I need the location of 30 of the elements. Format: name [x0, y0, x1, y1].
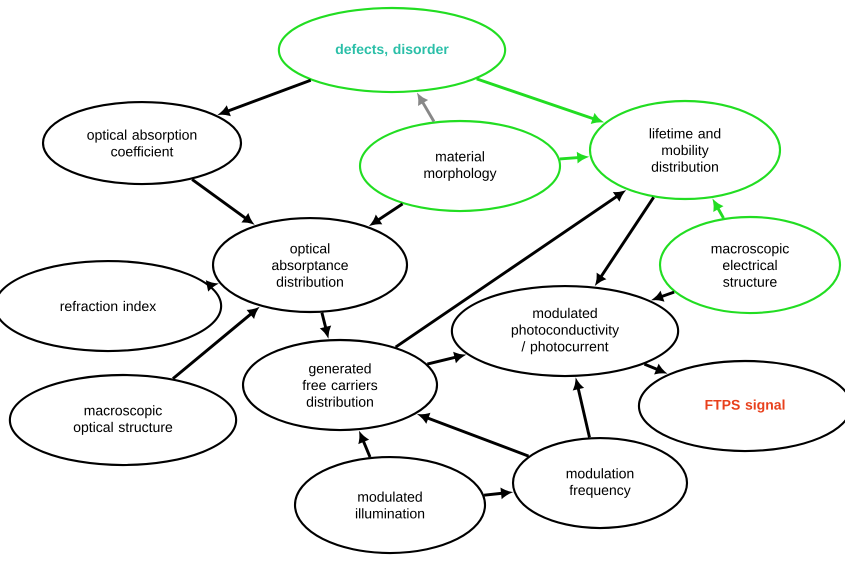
- arrow: [191, 178, 253, 224]
- ellipse-node: optical absorption coefficient: [42, 100, 242, 186]
- ellipse-node: optical absorptance distribution: [212, 216, 408, 314]
- ellipse-node: material morphology: [358, 120, 562, 212]
- arrow: [320, 312, 330, 336]
- ellipse-node: macroscopic optical structure: [8, 374, 238, 466]
- ellipse-node: modulated photoconductivity / photocurrent: [450, 284, 680, 378]
- arrow: [426, 352, 464, 366]
- ellipse-node: macroscopic electrical structure: [658, 216, 842, 314]
- arrow: [476, 78, 602, 124]
- arrow: [573, 380, 591, 438]
- arrow: [371, 202, 404, 226]
- ellipse-node: generated free carriers distribution: [242, 338, 438, 432]
- arrow: [418, 94, 436, 122]
- arrow: [596, 196, 655, 284]
- arrow: [654, 290, 675, 302]
- ellipse-node: defects, disorder: [278, 6, 506, 94]
- arrow: [172, 308, 258, 380]
- arrow: [560, 152, 587, 162]
- arrow: [644, 362, 666, 374]
- arrow: [713, 200, 725, 219]
- ellipse-node: modulation frequency: [512, 436, 688, 530]
- arrow: [484, 488, 510, 498]
- ellipse-node: lifetime and mobility distribution: [588, 100, 782, 200]
- arrow: [394, 191, 624, 348]
- ellipse-node: modulated illumination: [294, 456, 486, 554]
- arrow: [220, 78, 312, 116]
- arrow: [358, 433, 372, 458]
- arrow: [206, 281, 216, 290]
- arrow: [419, 413, 530, 458]
